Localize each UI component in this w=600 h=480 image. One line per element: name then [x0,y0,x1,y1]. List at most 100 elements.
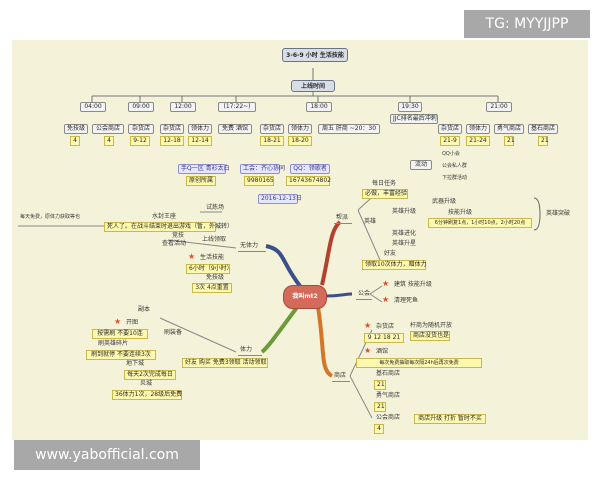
timeline-value: 21-9 [440,136,460,146]
timeline-value: 21 [538,136,549,146]
stamina-note: 36体力1次，28级后免费 [112,390,182,400]
flow-node: 流动 [410,160,432,170]
left-item: 上线领取 [202,236,227,243]
left-item: 免技级 [206,274,225,281]
star-icon: ★ [114,317,122,326]
left-item: 水封王座 [152,213,177,220]
flow-item: QQ小会 [442,151,460,157]
branch-stamina: 体力 [238,346,262,356]
time-slot: 19:30 [398,102,422,112]
gang-note: 领取10次体力，赠体力 [362,260,427,270]
info-value: 9980165 [244,176,274,186]
timeline-value: 21 [504,136,515,146]
gang-bracket: 英雄突破 [546,210,571,217]
gang-item: 英雄升星 [392,240,417,247]
star-icon: ★ [364,346,372,355]
shop-note-box: 商店升级 打折 暂时不买 [414,414,486,424]
time-slot: 12:00 [170,102,196,112]
gang-note: 必做，丰富经验 [362,189,408,199]
timeline-item: 勇气商店 [494,124,524,134]
stamina-sub: 刷装备 [164,329,183,336]
info-badge: 手Q一区 青衫太白 [178,164,230,174]
shop-item: 基石商店 [376,370,401,377]
timeline-item: 领体力 [466,124,490,134]
shop-note: 杆商为随机开放 [410,322,453,329]
timeline-item: 基石商店 [528,124,558,134]
time-slot: 04:00 [80,102,106,112]
left-item: 试炼场 [206,204,225,211]
left-item: 生活技能 [200,254,225,261]
timeline-value: 4 [70,136,80,146]
timeline-item: 杂货店 [438,124,462,134]
timeline-header: 上线时间 [291,80,335,92]
stamina-sub: 炎城 [140,380,153,387]
timeline-value: 18-21 [260,136,284,146]
timeline-item: 公会商店 [92,124,124,134]
info-value: 16743674802 [286,176,331,186]
guild-item: 建筑 技能升级 [394,281,432,288]
timeline-item: 免技级 [64,124,88,134]
shop-value: 21 [374,402,386,412]
info-badge: QQ：领歌者 [290,164,330,174]
branch-shop: 商店 [332,372,350,382]
guild-item: 清理死鱼 [394,297,419,304]
gang-item: 好友 [384,250,397,257]
shop-value: 9 12 18 21 [364,333,404,343]
branch-gang: 帮派 [334,214,352,224]
timeline-item: 杂货店 [128,124,154,134]
time-slot: 21:00 [486,102,512,112]
flow-item: 公会私人群 [442,163,468,169]
gang-item: 每日任务 [372,180,397,187]
info-value: 原创所属 [186,176,216,186]
stamina-center-note: 好友 购买 免费3领取 活动领取 [182,358,268,368]
gang-note: 6分钟刷复1点，1小时10点，2小时20点 [428,218,532,228]
branch-vitality: 无体力 [238,242,266,252]
timeline-value: 18-20 [288,136,312,146]
date-badge: 2016-12-13日 [258,194,302,204]
branch-guild: 公会 [356,290,372,300]
time-slot: 09:00 [128,102,154,112]
timeline-value: 9-12 [130,136,150,146]
left-item: 竞技 [172,232,185,239]
gang-item: 技能升级 [448,209,473,216]
stamina-note: 每天2次完成每日 [124,370,176,380]
shop-value: 21 [374,380,386,390]
left-item: 查看活动 [162,240,187,247]
time-slot: (17:22~) [218,102,256,112]
timeline-item: 杂货店 [260,124,284,134]
note-skill: 6小时（9小时） [186,264,233,274]
watermark-top-right: TG: MYYJJPP [464,10,590,38]
gang-item: 武器升级 [432,198,457,205]
side-note: 每天免费，原体力获取等也 [20,214,81,220]
stamina-note: 刷到就停 不要连续3次 [86,350,156,360]
shop-value: 每次免费抽取每次隔24h后再次免费 [356,358,482,368]
shop-item: 公会商店 [376,414,401,421]
stamina-sub: 地下城 [126,360,145,367]
timeline-value: 12-18 [160,136,184,146]
shop-value: 4 [374,424,384,434]
stamina-sub: 副本 [138,306,151,313]
shop-item: 杂货店 [376,323,395,330]
star-icon: ★ [382,279,390,288]
timeline-item: 领体力 [288,124,312,134]
flow-item: 下拉群活动 [442,175,468,181]
watermark-bottom-left: www.yabofficial.com [14,440,200,470]
star-icon: ★ [382,295,390,304]
gang-item: 英雄 [364,218,377,225]
timeline-value: 4 [104,136,114,146]
shop-item: 酒馆 [376,348,389,355]
timeline-value: 21-24 [466,136,490,146]
stamina-note: 按需刷 不要10连 [92,329,148,339]
timeline-item: 领体力 [188,124,212,134]
star-icon: ★ [364,321,372,330]
time-slot: 18:00 [306,102,332,112]
timeline-value: 12-14 [188,136,212,146]
gang-item: 英雄升级 [392,208,417,215]
stamina-sub: 开图 [126,319,139,326]
star-icon: ★ [188,252,196,261]
gang-item: 英雄进化 [392,230,417,237]
center-node: 我叫mt2 [283,285,327,309]
shop-note-box: 商店没货也是 [410,331,450,341]
timeline-item: 免费 酒馆 [218,124,252,134]
